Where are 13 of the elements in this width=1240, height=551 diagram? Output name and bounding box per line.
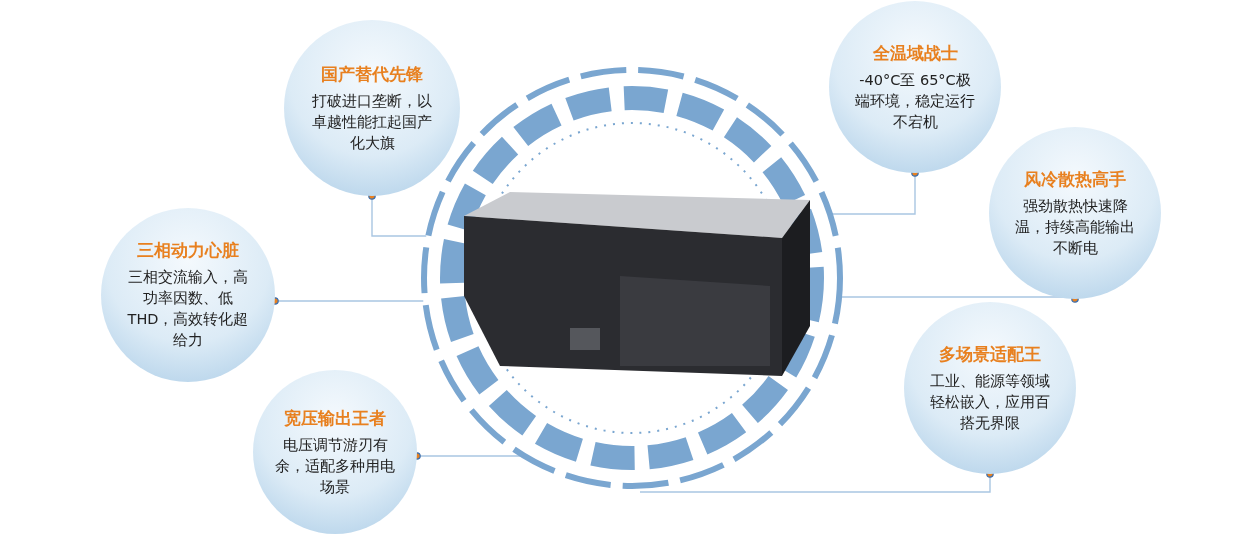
bubble-text: 工业、能源等领域轻松嵌入，应用百搭无界限: [929, 371, 1051, 433]
bubble-heading: 三相动力心脏: [137, 239, 239, 261]
bubble-heading: 宽压输出王者: [284, 406, 386, 429]
bubble-text: 三相交流输入，高功率因数、低THD，高效转化超给力: [127, 268, 249, 350]
bubble-text: 电压调节游刃有余，适配多种用电场景: [274, 435, 396, 497]
bubble-heading: 风冷散热高手: [1024, 167, 1126, 190]
bubble-heading: 全温域战士: [872, 41, 958, 64]
bubble-heading: 国产替代先锋: [321, 62, 423, 85]
bubble-text: 强劲散热快速降温，持续高能输出不断电: [1014, 196, 1136, 258]
bubble-text: 打破进口垄断，以卓越性能扛起国产化大旗: [311, 91, 433, 153]
bubble-heading: 多场景适配王: [939, 342, 1041, 365]
leader-line: [840, 295, 1079, 303]
bubble-text: -40°C至 65°C极端环境，稳定运行不宕机: [854, 70, 976, 132]
